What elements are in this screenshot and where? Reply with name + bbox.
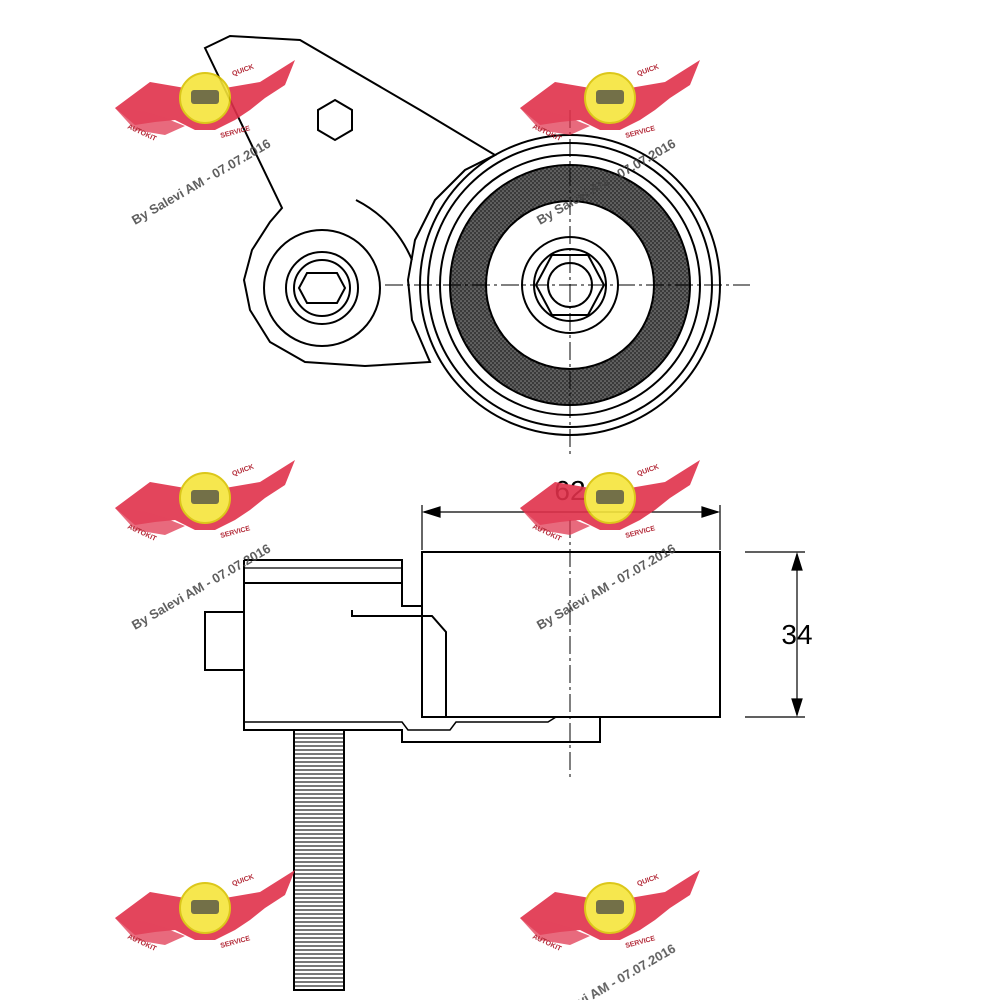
hex-bolt-icon: [317, 98, 353, 142]
svg-text:By Salevi AM - 07.07.2016: By Salevi AM - 07.07.2016: [129, 541, 273, 633]
side-view: [204, 551, 721, 991]
bracket-stub: [204, 611, 245, 671]
pulley-side-body: [421, 551, 721, 718]
bracket-body: [244, 552, 423, 607]
pivot-hex-socket-icon: [297, 272, 347, 304]
top-center-lines: [385, 110, 750, 455]
pivot-boss: [263, 229, 381, 347]
bracket-lower: [244, 716, 557, 731]
tensioner-arm: [203, 34, 498, 368]
pivot-washer: [285, 251, 359, 325]
svg-text:By Salevi AM - 07.07.2016: By Salevi AM - 07.07.2016: [129, 136, 273, 228]
height-dimension: [745, 551, 805, 718]
height-dimension-label: 34: [781, 619, 812, 650]
bracket-outline: [243, 560, 601, 743]
svg-text:By Salevi AM - 07.07.2016: By Salevi AM - 07.07.2016: [534, 541, 678, 633]
pivot-washer-inner: [293, 259, 351, 317]
bracket-step: [351, 610, 447, 717]
threaded-stud: [293, 729, 345, 991]
arm-inner-edge: [355, 199, 413, 261]
